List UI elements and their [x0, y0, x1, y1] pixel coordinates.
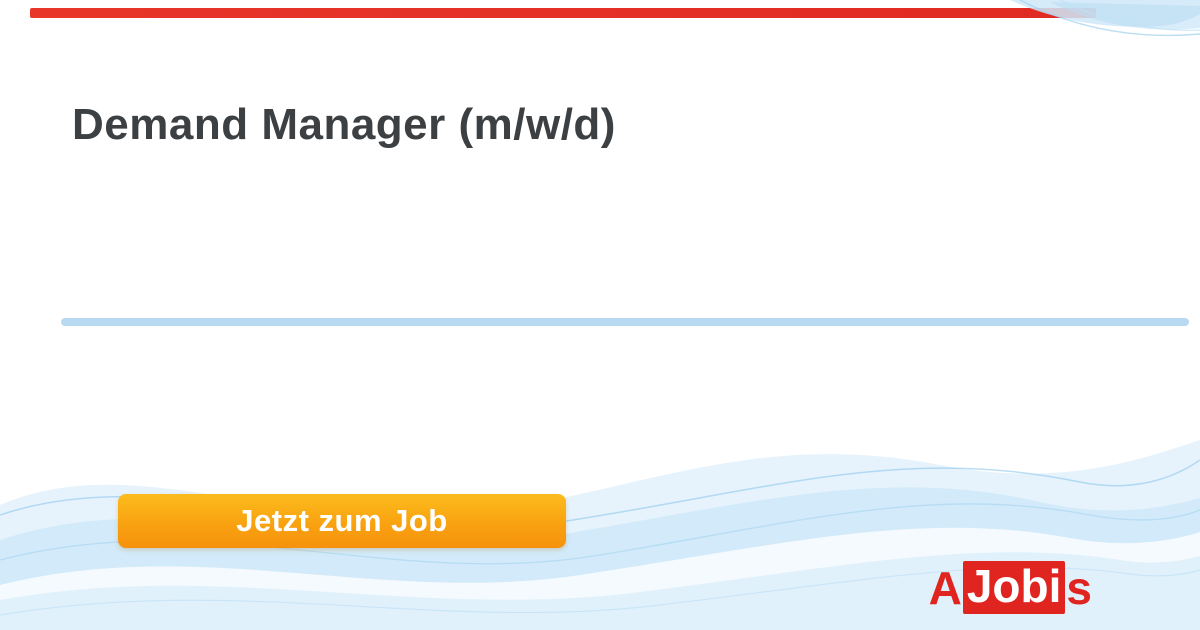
brand-logo: A Jobi s: [929, 561, 1092, 614]
cta-button-label: Jetzt zum Job: [236, 503, 448, 538]
page-title: Demand Manager (m/w/d): [72, 100, 616, 149]
divider-bar: [61, 318, 1189, 326]
top-accent-bar: [30, 8, 1096, 18]
logo-prefix-text: A: [928, 561, 962, 614]
logo-suffix-text: s: [1066, 561, 1092, 614]
cta-button[interactable]: Jetzt zum Job: [118, 494, 566, 548]
logo-highlight-text: Jobi: [962, 561, 1066, 614]
